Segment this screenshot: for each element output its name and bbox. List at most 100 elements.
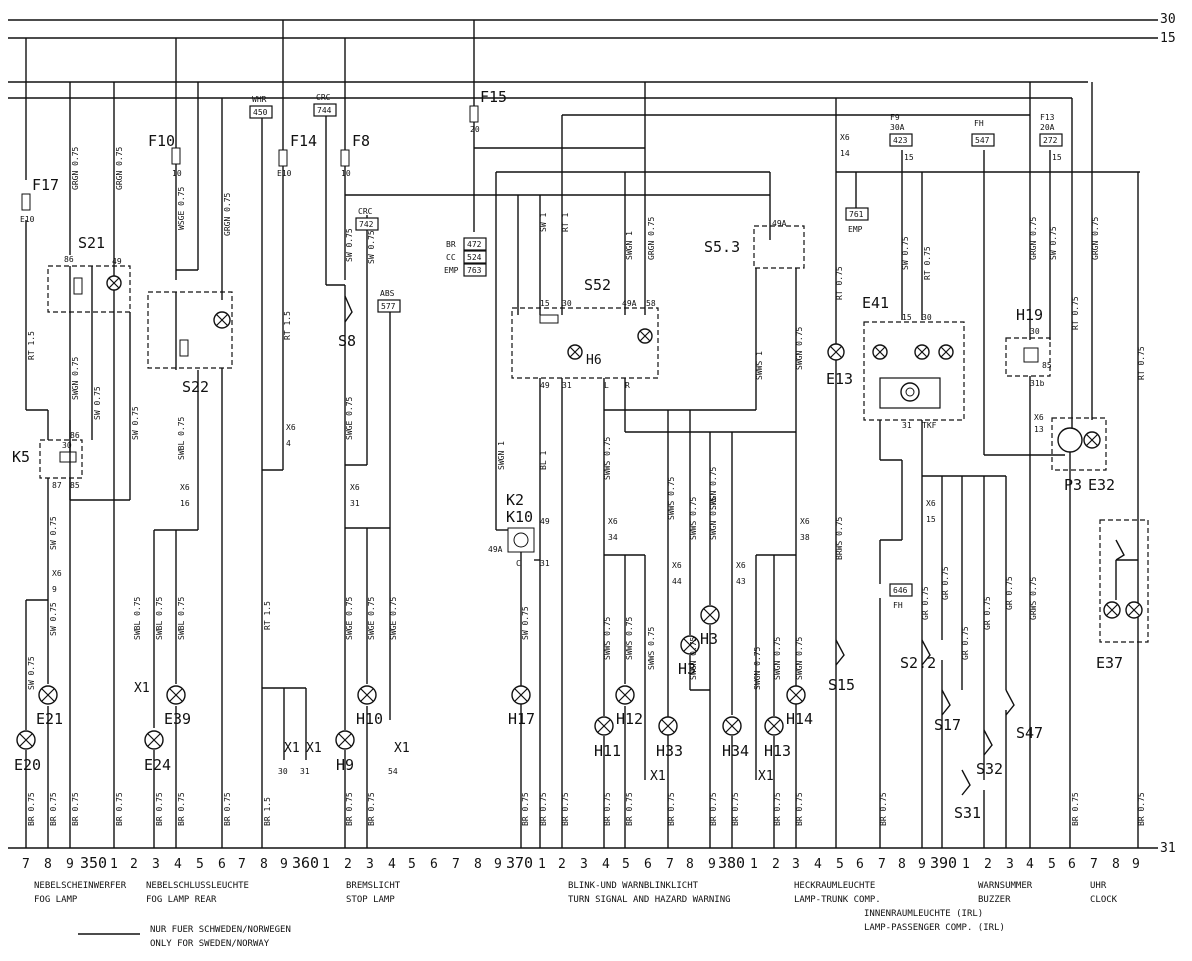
terminal-strip: 7 8 9 350 1 2 3 4 5 6 7 8 9 360 1 2 3 4 … [22,854,1140,872]
svg-text:9: 9 [708,857,716,872]
svg-text:BR 0.75: BR 0.75 [625,792,634,826]
label-e21: E21 [36,710,63,728]
svg-text:31: 31 [300,767,310,776]
label-h17: H17 [508,710,535,728]
label-s15: S15 [828,676,855,694]
svg-text:SW 0.75: SW 0.75 [901,236,910,270]
svg-text:85: 85 [70,481,80,490]
lamp-h6 [567,344,583,360]
svg-text:TKF: TKF [922,421,937,430]
svg-text:16: 16 [180,499,190,508]
svg-text:SWGN 1: SWGN 1 [625,231,634,260]
svg-text:6: 6 [644,857,652,872]
svg-text:GRGN 0.75: GRGN 0.75 [1029,216,1038,260]
svg-text:6: 6 [218,857,226,872]
svg-text:GR 0.75: GR 0.75 [1005,576,1014,610]
svg-text:SWBL 0.75: SWBL 0.75 [155,596,164,640]
svg-text:4: 4 [286,439,291,448]
label-p3: P3 [1064,476,1082,494]
svg-text:BR 1.5: BR 1.5 [263,797,272,826]
svg-text:44: 44 [672,577,682,586]
svg-text:49A: 49A [622,299,637,308]
section-trunk-de: HECKRAUMLEUCHTE [794,881,875,891]
svg-text:GRWS 0.75: GRWS 0.75 [1029,576,1038,620]
svg-text:20A: 20A [1040,123,1055,132]
svg-text:SWWS 1: SWWS 1 [755,351,764,380]
svg-text:X1: X1 [650,769,666,784]
svg-text:RT 0.75: RT 0.75 [923,246,932,280]
svg-text:31: 31 [540,559,550,568]
section-clock-de: UHR [1090,881,1107,891]
svg-text:SW 1: SW 1 [539,213,548,232]
box-f13-272: 272 [1039,133,1063,147]
fuse-f8: F8 10 [340,132,370,178]
svg-text:49: 49 [540,517,550,526]
svg-text:F17: F17 [32,176,59,194]
svg-text:SW 0.75: SW 0.75 [49,602,58,636]
svg-text:X1: X1 [306,741,322,756]
svg-text:49A: 49A [772,219,787,228]
svg-text:SWWS 0.75: SWWS 0.75 [689,496,698,540]
svg-text:RT 1.5: RT 1.5 [263,601,272,630]
svg-text:SWBL 0.75: SWBL 0.75 [133,596,142,640]
legend-de: NUR FUER SCHWEDEN/NORWEGEN [150,925,291,935]
svg-text:GRGN 0.75: GRGN 0.75 [647,216,656,260]
svg-text:4: 4 [602,857,610,872]
svg-text:BR: BR [446,240,456,249]
svg-text:8: 8 [260,857,268,872]
svg-text:14: 14 [840,149,850,158]
svg-text:524: 524 [467,253,482,262]
lamp-e20 [16,730,36,750]
svg-text:GRGN 0.75: GRGN 0.75 [71,146,80,190]
svg-text:15: 15 [540,299,550,308]
svg-text:E10: E10 [277,169,292,178]
svg-text:GRGN 0.75: GRGN 0.75 [115,146,124,190]
section-turn-en: TURN SIGNAL AND HAZARD WARNING [568,895,731,905]
svg-text:SWGN 0.75: SWGN 0.75 [71,356,80,400]
supply-rails: 30 15 31 [8,12,1176,856]
section-fog-lamp-de: NEBELSCHEINWERFER [34,881,127,891]
svg-text:X6: X6 [800,517,810,526]
svg-text:ABS: ABS [380,289,395,298]
svg-text:SW 0.75: SW 0.75 [131,406,140,440]
svg-text:X6: X6 [840,133,850,142]
svg-text:BR 0.75: BR 0.75 [177,792,186,826]
svg-text:8: 8 [1112,857,1120,872]
section-turn-de: BLINK-UND WARNBLINKLICHT [568,881,699,891]
label-h3-a: H3 [678,660,696,678]
svg-text:F8: F8 [352,132,370,150]
svg-text:SWGN 0.75: SWGN 0.75 [795,326,804,370]
section-buzzer-de: WARNSUMMER [978,881,1033,891]
svg-text:7: 7 [666,857,674,872]
svg-text:BR 0.75: BR 0.75 [27,792,36,826]
svg-text:SWGN 0.75: SWGN 0.75 [709,496,718,540]
svg-text:RT 1.5: RT 1.5 [283,311,292,340]
svg-text:3: 3 [792,857,800,872]
svg-text:1: 1 [322,857,330,872]
svg-text:BR 0.75: BR 0.75 [561,792,570,826]
svg-text:6: 6 [1068,857,1076,872]
lamp-e37-b [1125,601,1143,619]
svg-text:7: 7 [1090,857,1098,872]
svg-text:15: 15 [902,313,912,322]
box-f9-423: 423 [889,133,913,147]
svg-text:646: 646 [893,586,908,595]
svg-text:4: 4 [1026,857,1034,872]
label-h6: H6 [586,353,602,368]
svg-text:4: 4 [174,857,182,872]
svg-text:744: 744 [317,106,332,115]
svg-text:SWGN 0.75: SWGN 0.75 [795,636,804,680]
lamp-h34 [722,716,742,736]
svg-text:FH: FH [893,601,903,610]
svg-text:E10: E10 [20,215,35,224]
svg-text:SW 0.75: SW 0.75 [93,386,102,420]
svg-text:2: 2 [558,857,566,872]
svg-text:2: 2 [772,857,780,872]
svg-text:5: 5 [408,857,416,872]
svg-text:15: 15 [904,153,914,162]
svg-text:31: 31 [902,421,912,430]
